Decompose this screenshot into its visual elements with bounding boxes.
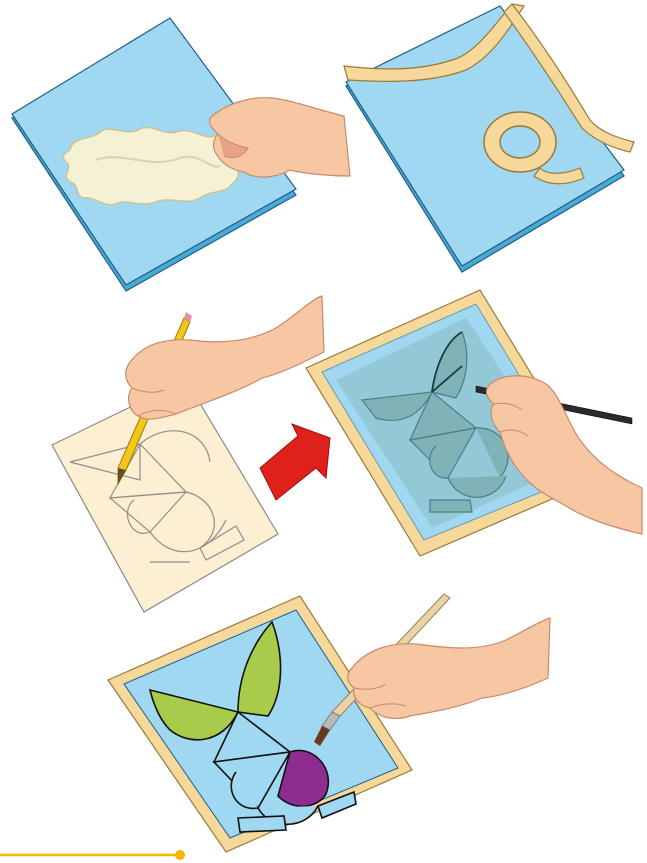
step-5-paint-glass — [108, 594, 550, 852]
hand-cleaning — [209, 98, 350, 177]
hand-painting — [348, 618, 550, 718]
accent-line-dot — [175, 850, 185, 860]
hand-drawing — [126, 296, 324, 419]
step-4-trace-on-glass — [306, 290, 642, 556]
step-1-clean-glass — [12, 18, 350, 291]
base-strip — [238, 816, 286, 832]
tape-roll-inner — [500, 126, 540, 158]
red-arrow — [260, 424, 330, 500]
step-2-tape-glass — [344, 4, 634, 272]
